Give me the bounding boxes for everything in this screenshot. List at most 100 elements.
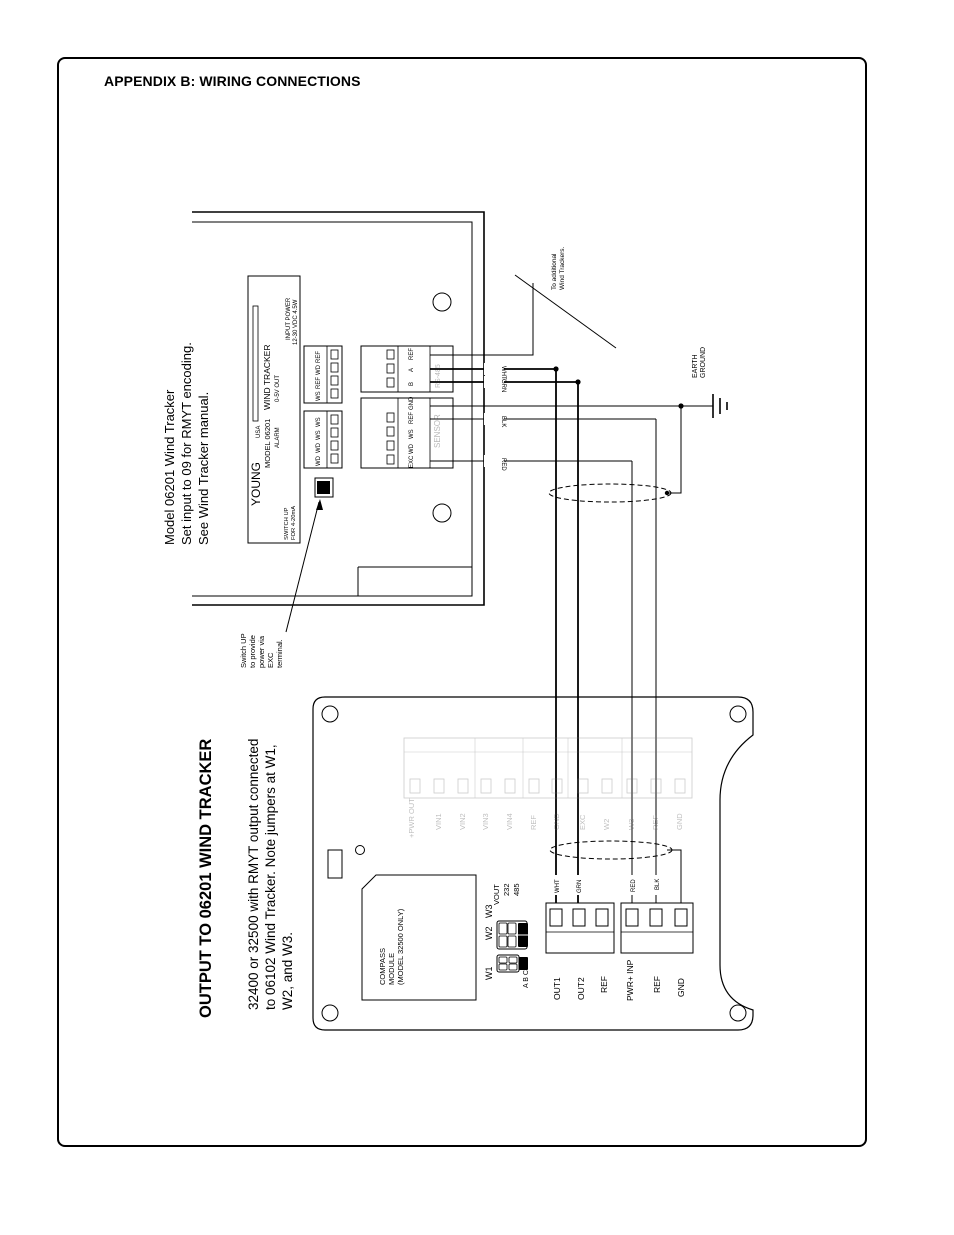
tracker-wire-grn: GRN	[500, 379, 506, 392]
page-title: APPENDIX B: WIRING CONNECTIONS	[104, 73, 361, 89]
tracker-note: Model 06201 Wind Tracker Set input to 09…	[162, 342, 211, 545]
faint-term-12: GND	[675, 813, 684, 830]
jumper-w2-label: W2	[484, 927, 494, 941]
conn-ref-2: REF	[652, 976, 662, 993]
conn-pwr-inp: PWR+ INP	[625, 959, 635, 1001]
tracker-switch-2: FOR 4-20mA	[291, 506, 297, 540]
switch-pointer-line	[285, 501, 320, 633]
tracker-wire-wht: WHT	[500, 366, 506, 380]
additional-note-line-2: Wind Trackers.	[559, 246, 566, 290]
out-term-1: WS	[316, 391, 322, 401]
switch-note-line-4: EXC	[266, 652, 275, 668]
jumper-block[interactable]: W1 W2 W3 A B C VOUT 232 485	[484, 883, 530, 988]
jumper-abc: A B C	[523, 970, 530, 988]
alarm-terminal-block: WD WD WS WS	[303, 410, 343, 469]
board-hole-tr	[729, 705, 747, 723]
jumper-w3-label: W3	[484, 905, 494, 919]
switch-note-line-2: to provide	[248, 635, 257, 668]
tracker-model: MODEL 06201	[263, 419, 272, 468]
board-hole-br	[729, 1004, 747, 1022]
translator-board	[312, 696, 754, 1031]
out-term-3: WD	[316, 364, 322, 375]
alarm-term-1: WD	[316, 455, 322, 466]
power-connector	[620, 902, 694, 954]
faint-term-10: W3	[627, 819, 636, 830]
switch-pointer-arrow	[316, 499, 323, 510]
sensor-term-gnd: GND	[409, 396, 415, 410]
faint-terminal-row: +PWR OUT VIN1 VIN2 VIN3 VIN4 REF GND EXC…	[403, 737, 693, 838]
mount-hole-top	[432, 292, 452, 312]
section-heading-group: OUTPUT TO 06201 WIND TRACKER	[197, 739, 215, 1018]
out-term-2: REF	[316, 377, 322, 389]
faint-term-7: GND	[552, 813, 561, 830]
tracker-wiring	[430, 274, 713, 494]
description-line-3: W2, and W3.	[280, 932, 295, 1010]
faint-term-4: VIN3	[481, 813, 490, 830]
faint-term-3: VIN2	[458, 813, 467, 830]
output-connector	[545, 902, 615, 954]
vout-485: 485	[512, 883, 521, 896]
power-switch[interactable]	[314, 477, 334, 498]
earth-ground-line-2: GROUND	[700, 347, 707, 378]
connector-labels: OUT1 OUT2 REF PWR+ INP REF GND	[552, 959, 686, 1001]
junction-dots	[553, 366, 684, 496]
serial-term-a: A	[409, 368, 415, 372]
faint-term-6: REF	[529, 815, 538, 830]
switch-note: Switch UP to provide power via EXC termi…	[239, 633, 284, 668]
compass-module: COMPASS MODULE (MODEL 32500 ONLY)	[361, 874, 477, 1001]
tracker-alarm: ALARM	[275, 427, 281, 448]
board-hole-bl	[321, 1004, 339, 1022]
tracker-note-line-3: See Wind Tracker manual.	[196, 392, 211, 545]
additional-note-line-1: To additional	[551, 253, 558, 290]
switch-note-line-1: Switch UP	[239, 633, 248, 668]
serial-term-ref: REF	[409, 348, 415, 360]
sensor-label: SENSOR	[433, 414, 442, 448]
faint-term-9: W2	[602, 819, 611, 830]
conn-ref-1: REF	[599, 976, 609, 993]
tracker-note-line-1: Model 06201 Wind Tracker	[162, 389, 177, 545]
faint-term-2: VIN1	[434, 813, 443, 830]
out-term-4: REF	[316, 351, 322, 363]
tracker-wire-labels: WHT GRN BLK RED	[484, 363, 506, 471]
cable-runs	[555, 369, 682, 905]
conn-gnd: GND	[676, 978, 686, 997]
wind-tracker-enclosure	[192, 211, 485, 606]
description-line-1: 32400 or 32500 with RMYT output connecte…	[246, 739, 261, 1010]
cable-shield-bottom	[549, 840, 673, 860]
switch-note-line-3: power via	[257, 635, 266, 668]
conn-out1: OUT1	[552, 977, 562, 1000]
faint-term-5: VIN4	[505, 813, 514, 830]
board-wire-grn: GRN	[577, 880, 583, 893]
faint-term-8: EXC	[578, 814, 587, 830]
output-terminal-block: WS REF WD REF	[303, 345, 343, 404]
conn-out2: OUT2	[576, 977, 586, 1000]
vout-label: VOUT	[492, 884, 501, 905]
board-wire-wht: WHT	[555, 879, 561, 893]
tracker-note-line-2: Set input to 09 for RMYT encoding.	[179, 342, 194, 545]
board-wire-blk: BLK	[655, 879, 661, 890]
tracker-brand: YOUNG	[249, 462, 263, 506]
switch-note-line-5: terminal.	[275, 639, 284, 668]
earth-ground-line-1: EARTH	[692, 354, 699, 378]
earth-ground-symbol	[712, 394, 728, 418]
tracker-face-panel: YOUNG USA MODEL 06201 WIND TRACKER ALARM…	[247, 275, 301, 544]
tracker-usa: USA	[256, 426, 262, 438]
compass-line-3: (MODEL 32500 ONLY)	[396, 908, 405, 985]
page-frame	[57, 57, 867, 1147]
tracker-wire-red: RED	[500, 458, 506, 471]
sensor-term-wd: WD	[409, 443, 415, 454]
cable-shield-top	[548, 483, 672, 503]
alarm-term-2: WD	[316, 442, 322, 453]
description-line-2: to 06102 Wind Tracker. Note jumpers at W…	[263, 744, 278, 1010]
vout-232: 232	[502, 883, 511, 896]
alarm-term-3: WS	[316, 430, 322, 440]
sensor-term-ref: REF	[409, 412, 415, 424]
serial-label: RS-485	[435, 364, 442, 388]
tracker-product: WIND TRACKER	[262, 345, 272, 411]
tracker-input-power-1: INPUT POWER	[286, 297, 292, 340]
mount-hole-bottom	[432, 503, 452, 523]
alarm-term-4: WS	[316, 417, 322, 427]
faint-term-11: REF	[651, 815, 660, 830]
section-heading: OUTPUT TO 06201 WIND TRACKER	[197, 739, 215, 1018]
board-led	[327, 849, 343, 879]
